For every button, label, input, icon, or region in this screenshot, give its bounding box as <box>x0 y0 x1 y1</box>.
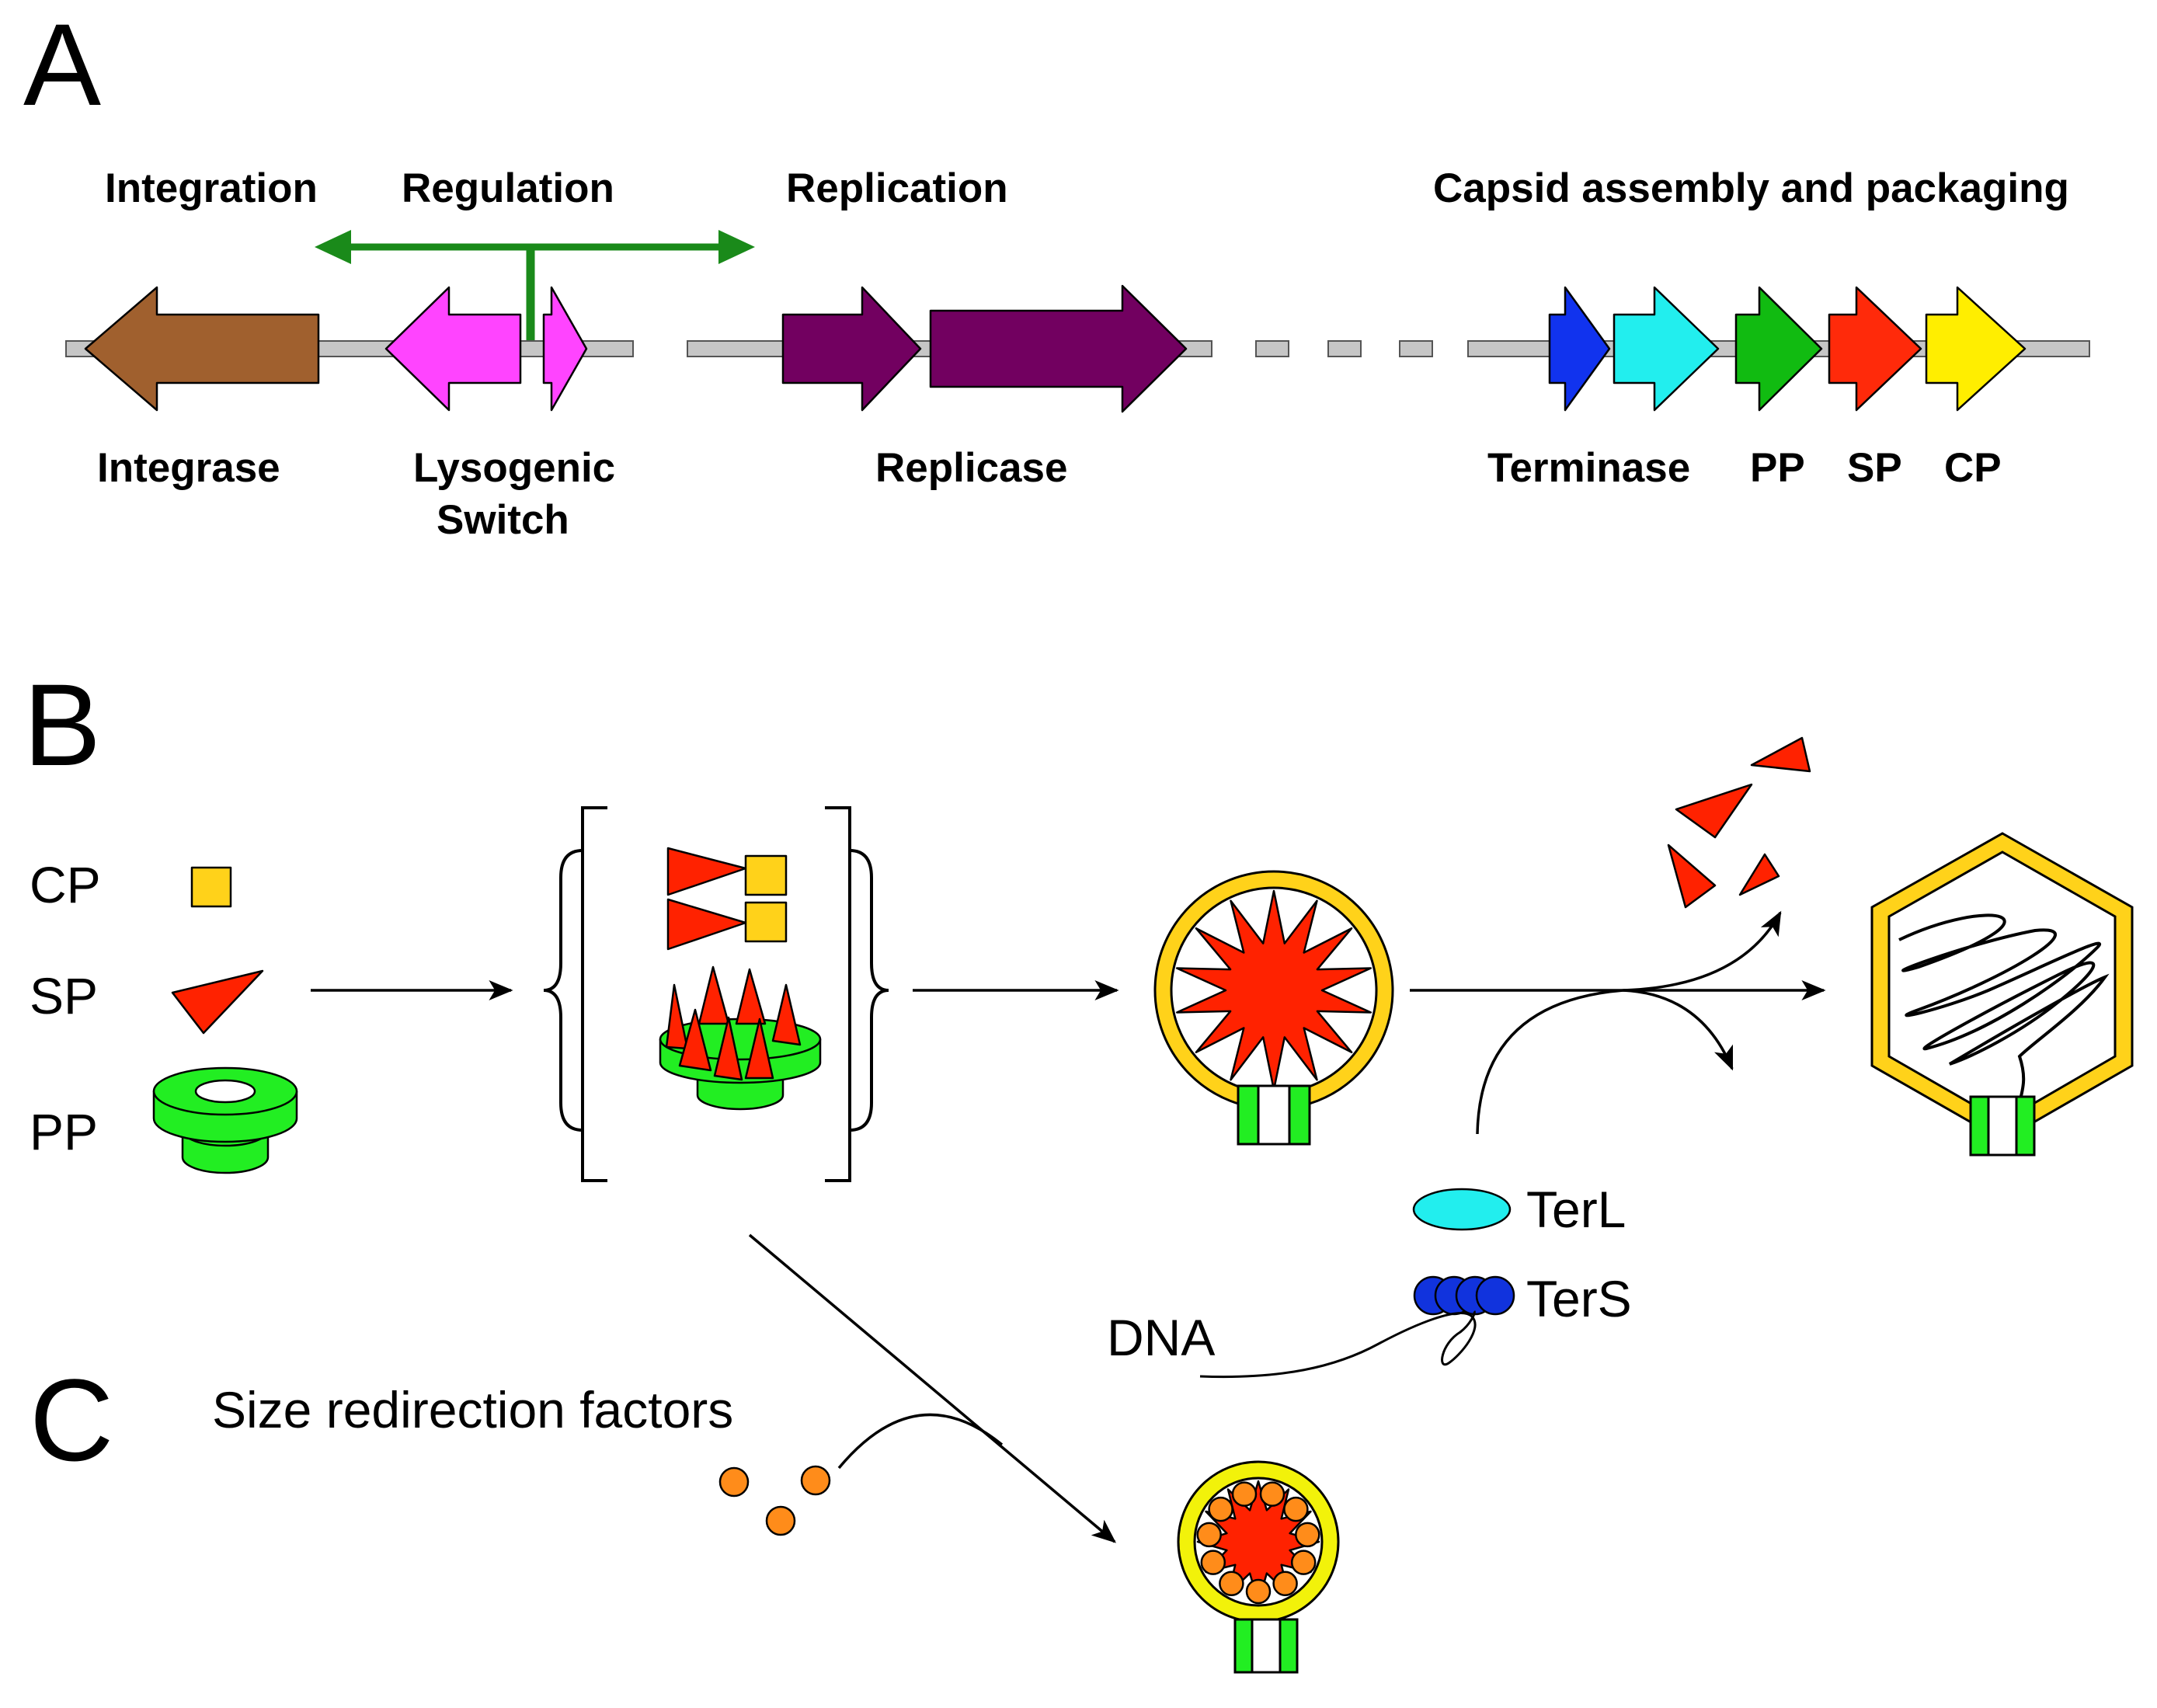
procapsid-portal <box>1237 1084 1311 1146</box>
released-sp-wedge-4 <box>1738 853 1780 896</box>
lysogenic-switch-gene-arrow-left <box>384 286 522 412</box>
factor-entry-arrow <box>837 1413 1004 1470</box>
released-sp-wedge-2 <box>1750 736 1811 773</box>
bracket-square-left <box>581 806 607 1182</box>
bound-factor <box>1245 1578 1272 1605</box>
bound-factor <box>1219 1571 1244 1597</box>
bound-factor <box>1283 1496 1309 1522</box>
replicase-gene-arrow-2 <box>929 284 1188 413</box>
integrase-gene-arrow <box>84 286 320 412</box>
category-integration-label: Integration <box>105 165 318 211</box>
bound-factor <box>1290 1550 1317 1575</box>
small-procapsid-portal <box>1233 1618 1299 1674</box>
regulation-arrow <box>315 230 755 340</box>
bound-factor <box>1259 1481 1286 1507</box>
sp-cp-complex-1 <box>666 847 788 896</box>
terminase-large-gene-arrow <box>1613 286 1720 412</box>
category-replication-label: Replication <box>786 165 1008 211</box>
dna-strand <box>1199 1310 1477 1379</box>
terl-label: TerL <box>1526 1181 1626 1238</box>
terminase-exit-arrow <box>1623 989 1734 1071</box>
released-sp-wedge-1 <box>1675 783 1753 839</box>
sp-gene-arrow <box>1828 286 1922 412</box>
bound-factor <box>1196 1522 1222 1548</box>
bracket-square-right <box>825 806 851 1182</box>
size-redirection-factors <box>718 1465 831 1536</box>
flow-arrow-4 <box>748 1233 1116 1543</box>
category-capsid-label: Capsid assembly and packaging <box>1433 165 2069 211</box>
gene-integrase-label: Integrase <box>97 445 280 491</box>
cp-gene-arrow <box>1925 286 2027 412</box>
mature-capsid-portal <box>1969 1095 2036 1157</box>
small-procapsid <box>1177 1460 1340 1674</box>
procapsid <box>1153 870 1394 1146</box>
gene-lysogenic-label-line2: Switch <box>437 497 569 543</box>
legend-pp-label: PP <box>30 1103 98 1160</box>
panel-a-letter: A <box>23 0 101 130</box>
dna-label: DNA <box>1107 1309 1215 1366</box>
gene-replicase-label: Replicase <box>875 445 1067 491</box>
ters-label: TerS <box>1526 1270 1632 1327</box>
pp-gene-arrow <box>1734 286 1823 412</box>
terminase-small-gene-arrow <box>1548 286 1611 412</box>
legend-cp-label: CP <box>30 856 101 913</box>
ters-complex <box>1413 1275 1515 1316</box>
portal-scaffold-complex <box>659 965 822 1111</box>
released-sp-wedge-3 <box>1667 844 1717 909</box>
bound-factor <box>1200 1550 1226 1575</box>
gene-cp-label: CP <box>1944 445 2002 491</box>
gene-terminase-label: Terminase <box>1487 445 1690 491</box>
genome-gap-dash-1 <box>1255 340 1289 357</box>
panel-c-letter: C <box>30 1355 113 1485</box>
gene-sp-label: SP <box>1847 445 1902 491</box>
genome-gap-dash-2 <box>1327 340 1362 357</box>
legend-sp-label: SP <box>30 967 98 1024</box>
terminase-entry-arrow <box>1476 989 1624 1135</box>
bound-factor <box>1231 1481 1258 1507</box>
size-redirection-label: Size redirection factors <box>212 1381 733 1438</box>
legend-sp-wedge <box>171 969 264 1035</box>
bound-factor-ring <box>1196 1481 1320 1605</box>
bracket-curly-right <box>849 849 889 1132</box>
gene-pp-label: PP <box>1750 445 1805 491</box>
bound-factor <box>1295 1522 1320 1548</box>
bound-factor <box>1208 1496 1233 1522</box>
bracket-curly-left <box>543 849 583 1132</box>
lysogenic-switch-gene-arrow-right <box>542 286 588 412</box>
category-regulation-label: Regulation <box>402 165 614 211</box>
legend-pp-portal <box>152 1066 298 1174</box>
mature-capsid <box>1870 832 2134 1157</box>
gene-lysogenic-label-line1: Lysogenic <box>413 445 615 491</box>
scaffold-exit-arrow <box>1623 910 1782 992</box>
legend-cp-square <box>190 866 232 908</box>
genome-gap-dash-3 <box>1399 340 1433 357</box>
panel-b-letter: B <box>23 659 101 790</box>
replicase-gene-arrow-1 <box>781 286 922 412</box>
packaged-dna <box>1898 913 2110 1104</box>
bound-factor <box>1272 1571 1298 1597</box>
terl-ellipse <box>1412 1188 1512 1231</box>
sp-cp-complex-2 <box>666 898 788 951</box>
